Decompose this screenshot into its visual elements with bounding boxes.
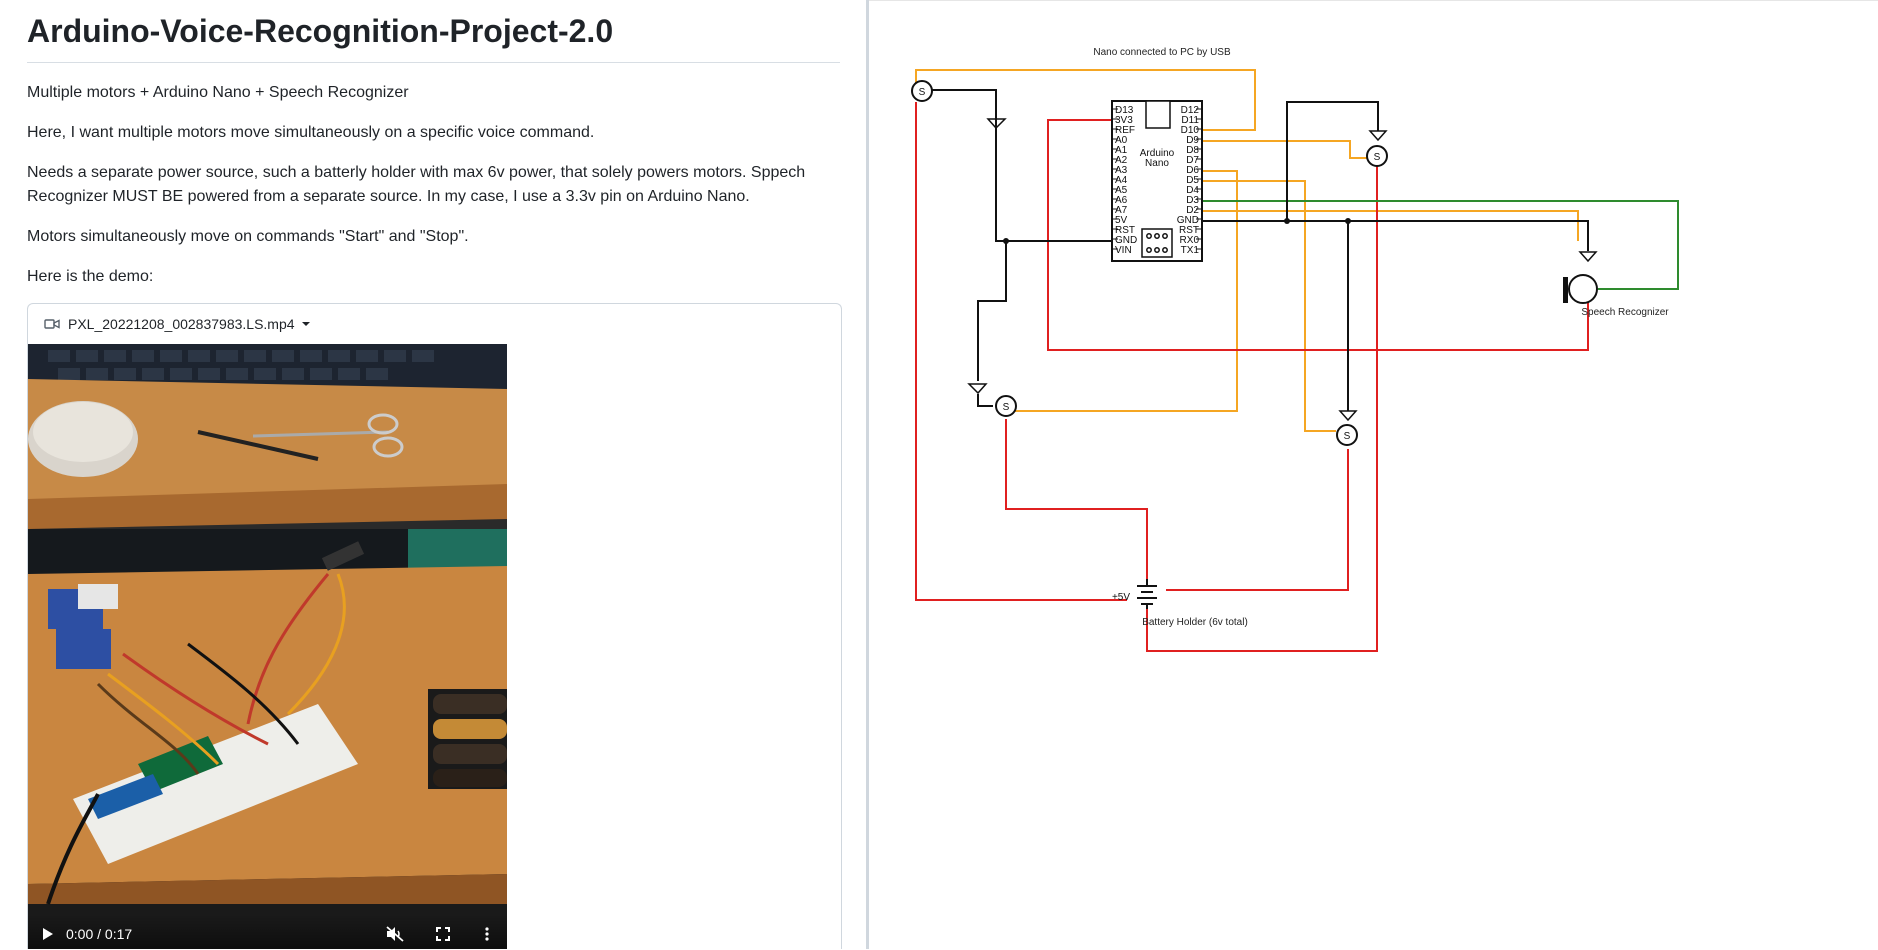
panel-divider[interactable]: [866, 0, 869, 949]
junction-dots: [1003, 218, 1351, 244]
servo-motor: S: [995, 395, 1017, 417]
board-title: Arduino: [1140, 148, 1175, 159]
video-camera-icon: [44, 319, 60, 330]
battery-holder: +5V Battery Holder (6v total): [1112, 579, 1248, 628]
nano-left-pin-label: A5: [1115, 185, 1128, 196]
nano-left-pin-label: A0: [1115, 135, 1128, 146]
nano-right-pin-label: D9: [1186, 135, 1199, 146]
nano-right-pin-label: D8: [1186, 145, 1199, 156]
ground-symbols: [967, 118, 1598, 422]
nano-left-pin-label: 3V3: [1115, 115, 1133, 126]
nano-right-pin-label: D5: [1186, 175, 1199, 186]
readme-paragraph: Needs a separate power source, such a ba…: [27, 164, 806, 206]
arduino-nano-board: Arduino Nano D133V3REFA0A1A2A3A4A5A6A75V…: [1111, 100, 1203, 262]
speech-recognizer: Speech Recognizer: [1563, 274, 1669, 318]
nano-right-pin-label: D4: [1186, 185, 1199, 196]
wiring-schematic: Nano connected to PC by USB: [911, 47, 1679, 652]
servo-motor: S: [1336, 424, 1358, 446]
video-player[interactable]: 0:00 / 0:17: [28, 344, 507, 949]
nano-right-pin-label: D2: [1186, 205, 1199, 216]
nano-right-pin-label: D6: [1186, 165, 1199, 176]
nano-left-pin-label: A1: [1115, 145, 1128, 156]
readme-paragraph: Here, I want multiple motors move simult…: [27, 124, 595, 142]
schematic-panel: Nano connected to PC by USB: [869, 0, 1878, 950]
battery-voltage: +5V: [1112, 592, 1130, 603]
play-button[interactable]: [28, 927, 68, 941]
play-icon: [43, 928, 53, 941]
servo-label: S: [919, 87, 926, 98]
video-file-name: PXL_20221208_002837983.LS.mp4: [68, 316, 295, 333]
nano-left-pin-label: D13: [1115, 105, 1134, 116]
fullscreen-button[interactable]: [419, 927, 467, 942]
nano-left-pin-label: GND: [1115, 235, 1137, 246]
readme-paragraph: Motors simultaneously move on commands "…: [27, 228, 469, 246]
readme-panel: Arduino-Voice-Recognition-Project-2.0 Mu…: [0, 0, 866, 949]
nano-right-pin-label: TX1: [1181, 245, 1200, 256]
readme-paragraph: Multiple motors + Arduino Nano + Speech …: [27, 84, 409, 102]
signal-wires: [915, 69, 1579, 432]
servo-label: S: [1374, 152, 1381, 163]
video-controls: 0:00 / 0:17: [28, 914, 507, 949]
nano-right-pin-label: D10: [1181, 125, 1200, 136]
nano-left-pin-label: A4: [1115, 175, 1128, 186]
nano-right-pin-label: D11: [1181, 115, 1199, 126]
servo-motor: S: [911, 80, 933, 102]
nano-right-pin-label: D7: [1186, 155, 1199, 166]
more-options-icon: [485, 927, 489, 941]
caret-down-icon: [301, 322, 310, 327]
video-attachment: PXL_20221208_002837983.LS.mp4: [27, 303, 842, 949]
nano-right-pin-label: D12: [1181, 105, 1200, 116]
nano-left-pin-label: A6: [1115, 195, 1128, 206]
nano-right-pin-label: D3: [1186, 195, 1199, 206]
servo-motor: S: [1366, 145, 1388, 167]
readme-paragraph: Here is the demo:: [27, 268, 154, 286]
video-time: 0:00 / 0:17: [66, 926, 133, 943]
nano-left-pin-label: REF: [1115, 125, 1135, 136]
video-summary-toggle[interactable]: PXL_20221208_002837983.LS.mp4: [28, 304, 841, 344]
board-subtitle: Nano: [1145, 158, 1169, 169]
mute-icon: [386, 926, 404, 943]
servo-label: S: [1003, 402, 1010, 413]
mute-button[interactable]: [371, 926, 419, 943]
servo-label: S: [1344, 431, 1351, 442]
nano-left-pin-label: A2: [1115, 155, 1128, 166]
more-options-button[interactable]: [467, 927, 507, 941]
nano-left-pin-label: VIN: [1115, 245, 1132, 256]
speech-recognizer-label: Speech Recognizer: [1581, 307, 1669, 318]
battery-label: Battery Holder (6v total): [1142, 617, 1248, 628]
speech-signal-wire: [1202, 200, 1679, 290]
nano-right-pin-label: RX0: [1180, 235, 1200, 246]
nano-left-pin-label: A7: [1115, 205, 1128, 216]
nano-right-pin-label: RST: [1179, 225, 1199, 236]
fullscreen-icon: [436, 927, 450, 942]
video-frame-image: [28, 344, 507, 949]
nano-left-pin-label: RST: [1115, 225, 1135, 236]
nano-left-pin-label: 5V: [1115, 215, 1128, 226]
usb-connector: [1145, 100, 1171, 129]
readme-title: Arduino-Voice-Recognition-Project-2.0: [27, 8, 840, 64]
usb-label: Nano connected to PC by USB: [1093, 47, 1231, 58]
nano-right-pin-label: GND: [1177, 215, 1199, 226]
ground-wires: [932, 89, 1589, 411]
nano-left-pin-label: A3: [1115, 165, 1128, 176]
power-wires: [915, 102, 1589, 652]
